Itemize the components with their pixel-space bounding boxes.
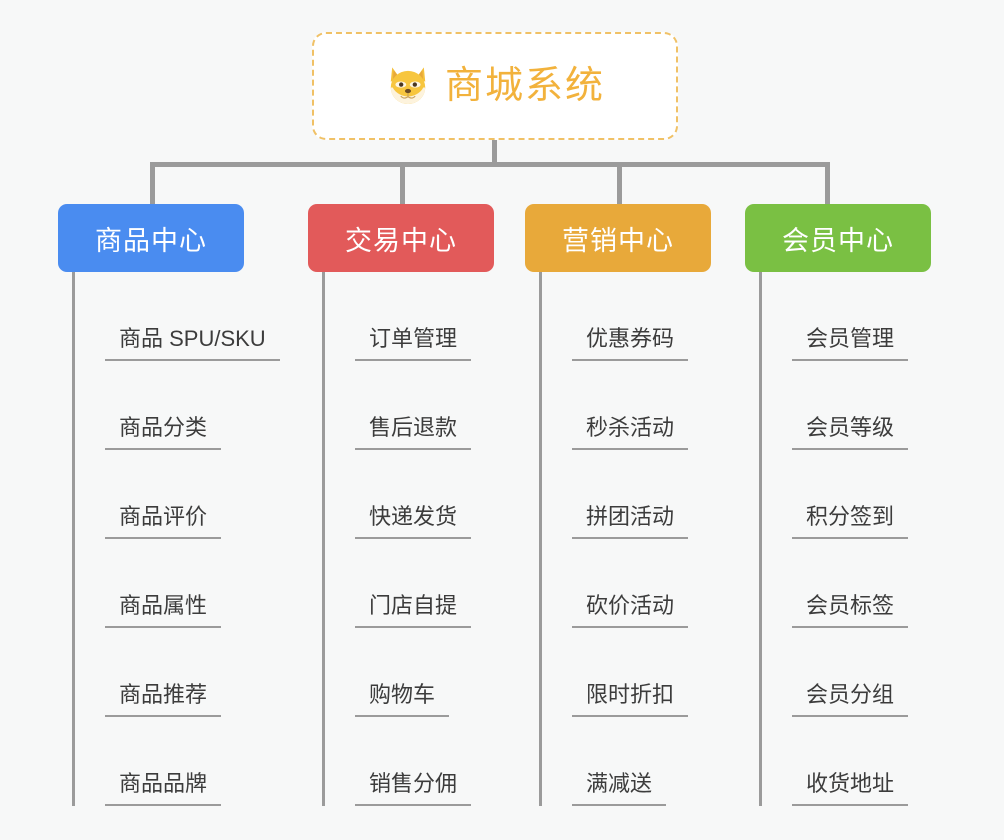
list-item[interactable]: 砍价活动 <box>542 539 711 628</box>
leaf-label: 售后退款 <box>355 414 472 450</box>
list-item[interactable]: 会员等级 <box>762 361 931 450</box>
leaf-list-member-center: 会员管理 会员等级 积分签到 会员标签 会员分组 收货地址 <box>759 272 931 806</box>
category-box-product-center[interactable]: 商品中心 <box>58 204 244 272</box>
leaf-label: 砍价活动 <box>572 592 689 628</box>
leaf-label: 商品属性 <box>105 592 222 628</box>
list-item[interactable]: 会员分组 <box>762 628 931 717</box>
leaf-label: 订单管理 <box>355 325 472 361</box>
connector-stem <box>492 140 497 164</box>
leaf-label: 拼团活动 <box>572 503 689 539</box>
connector-drop-1 <box>150 162 155 204</box>
list-item[interactable]: 快递发货 <box>325 450 494 539</box>
leaf-label: 销售分佣 <box>355 770 472 806</box>
list-item[interactable]: 会员管理 <box>762 272 931 361</box>
category-box-trade-center[interactable]: 交易中心 <box>308 204 494 272</box>
leaf-label: 商品品牌 <box>105 770 222 806</box>
leaf-label: 商品评价 <box>105 503 222 539</box>
shiba-dog-icon <box>385 63 431 109</box>
leaf-label: 会员标签 <box>792 592 909 628</box>
root-node-card[interactable]: 商城系统 <box>312 32 678 140</box>
leaf-label: 积分签到 <box>792 503 909 539</box>
list-item[interactable]: 购物车 <box>325 628 494 717</box>
leaf-label: 收货地址 <box>792 770 909 806</box>
leaf-list-trade-center: 订单管理 售后退款 快递发货 门店自提 购物车 销售分佣 <box>322 272 494 806</box>
category-box-marketing-center[interactable]: 营销中心 <box>525 204 711 272</box>
list-item[interactable]: 满减送 <box>542 717 711 806</box>
connector-drop-3 <box>617 162 622 204</box>
list-item[interactable]: 商品 SPU/SKU <box>75 272 280 361</box>
leaf-label: 限时折扣 <box>572 681 689 717</box>
leaf-label: 商品分类 <box>105 414 222 450</box>
list-item[interactable]: 商品分类 <box>75 361 244 450</box>
leaf-label: 会员等级 <box>792 414 909 450</box>
leaf-label: 优惠券码 <box>572 325 689 361</box>
list-item[interactable]: 商品推荐 <box>75 628 244 717</box>
list-item[interactable]: 销售分佣 <box>325 717 494 806</box>
category-label: 商品中心 <box>95 225 207 256</box>
list-item[interactable]: 收货地址 <box>762 717 931 806</box>
leaf-label: 商品 SPU/SKU <box>105 325 280 361</box>
list-item[interactable]: 限时折扣 <box>542 628 711 717</box>
category-label: 营销中心 <box>562 225 674 256</box>
category-label: 交易中心 <box>345 225 457 256</box>
list-item[interactable]: 商品品牌 <box>75 717 244 806</box>
connector-drop-4 <box>825 162 830 204</box>
leaf-label: 满减送 <box>572 770 667 806</box>
branch-column-trade-center: 交易中心 订单管理 售后退款 快递发货 门店自提 购物车 销售分佣 <box>308 204 494 806</box>
leaf-label: 会员分组 <box>792 681 909 717</box>
leaf-label: 快递发货 <box>355 503 472 539</box>
list-item[interactable]: 秒杀活动 <box>542 361 711 450</box>
leaf-list-product-center: 商品 SPU/SKU 商品分类 商品评价 商品属性 商品推荐 商品品牌 <box>72 272 280 806</box>
branch-column-product-center: 商品中心 商品 SPU/SKU 商品分类 商品评价 商品属性 商品推荐 商品品牌 <box>58 204 280 806</box>
category-box-member-center[interactable]: 会员中心 <box>745 204 931 272</box>
list-item[interactable]: 商品评价 <box>75 450 244 539</box>
root-node-title: 商城系统 <box>444 65 605 107</box>
list-item[interactable]: 订单管理 <box>325 272 494 361</box>
branch-column-marketing-center: 营销中心 优惠券码 秒杀活动 拼团活动 砍价活动 限时折扣 满减送 <box>525 204 711 806</box>
list-item[interactable]: 会员标签 <box>762 539 931 628</box>
list-item[interactable]: 拼团活动 <box>542 450 711 539</box>
leaf-list-marketing-center: 优惠券码 秒杀活动 拼团活动 砍价活动 限时折扣 满减送 <box>539 272 711 806</box>
list-item[interactable]: 优惠券码 <box>542 272 711 361</box>
category-label: 会员中心 <box>782 225 894 256</box>
list-item[interactable]: 售后退款 <box>325 361 494 450</box>
leaf-label: 购物车 <box>355 681 450 717</box>
leaf-label: 会员管理 <box>792 325 909 361</box>
leaf-label: 秒杀活动 <box>572 414 689 450</box>
list-item[interactable]: 积分签到 <box>762 450 931 539</box>
list-item[interactable]: 商品属性 <box>75 539 244 628</box>
branch-column-member-center: 会员中心 会员管理 会员等级 积分签到 会员标签 会员分组 收货地址 <box>745 204 931 806</box>
connector-drop-2 <box>400 162 405 204</box>
leaf-label: 门店自提 <box>355 592 472 628</box>
connector-horizontal-bar <box>150 162 830 167</box>
list-item[interactable]: 门店自提 <box>325 539 494 628</box>
leaf-label: 商品推荐 <box>105 681 222 717</box>
